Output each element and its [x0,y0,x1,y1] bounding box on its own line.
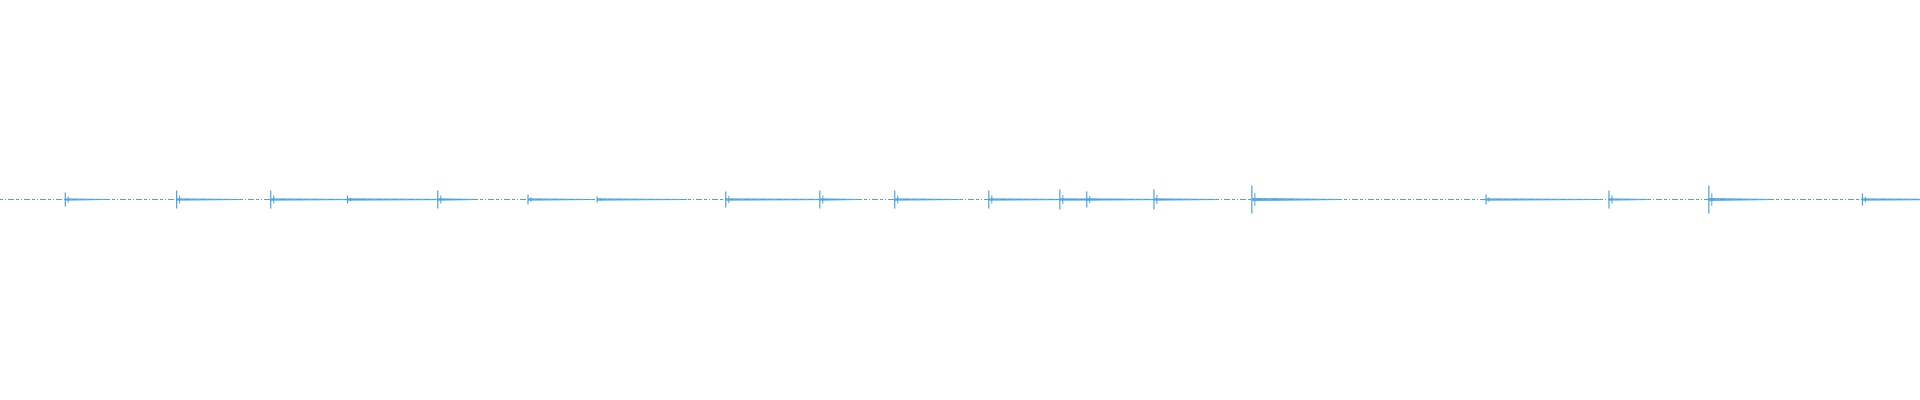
waveform-transient [894,190,960,209]
waveform-transient [1608,190,1649,209]
waveform-transient [1251,185,1342,214]
waveform-transient [437,190,478,209]
waveform-transient [64,192,106,207]
waveform-transient [1708,185,1774,214]
waveform-transient [270,190,361,209]
waveform-transient [988,190,1079,209]
waveform-transient [819,190,860,209]
waveform-transient [1086,191,1127,208]
waveform-transient [176,190,242,209]
waveform-transient [596,196,688,203]
waveform-transient [346,195,463,204]
waveform-transient [725,191,841,208]
waveform-transient [1861,193,1920,206]
waveform-transient [527,194,593,205]
waveform-transient [1153,189,1219,210]
waveform-transient [1485,194,1602,205]
